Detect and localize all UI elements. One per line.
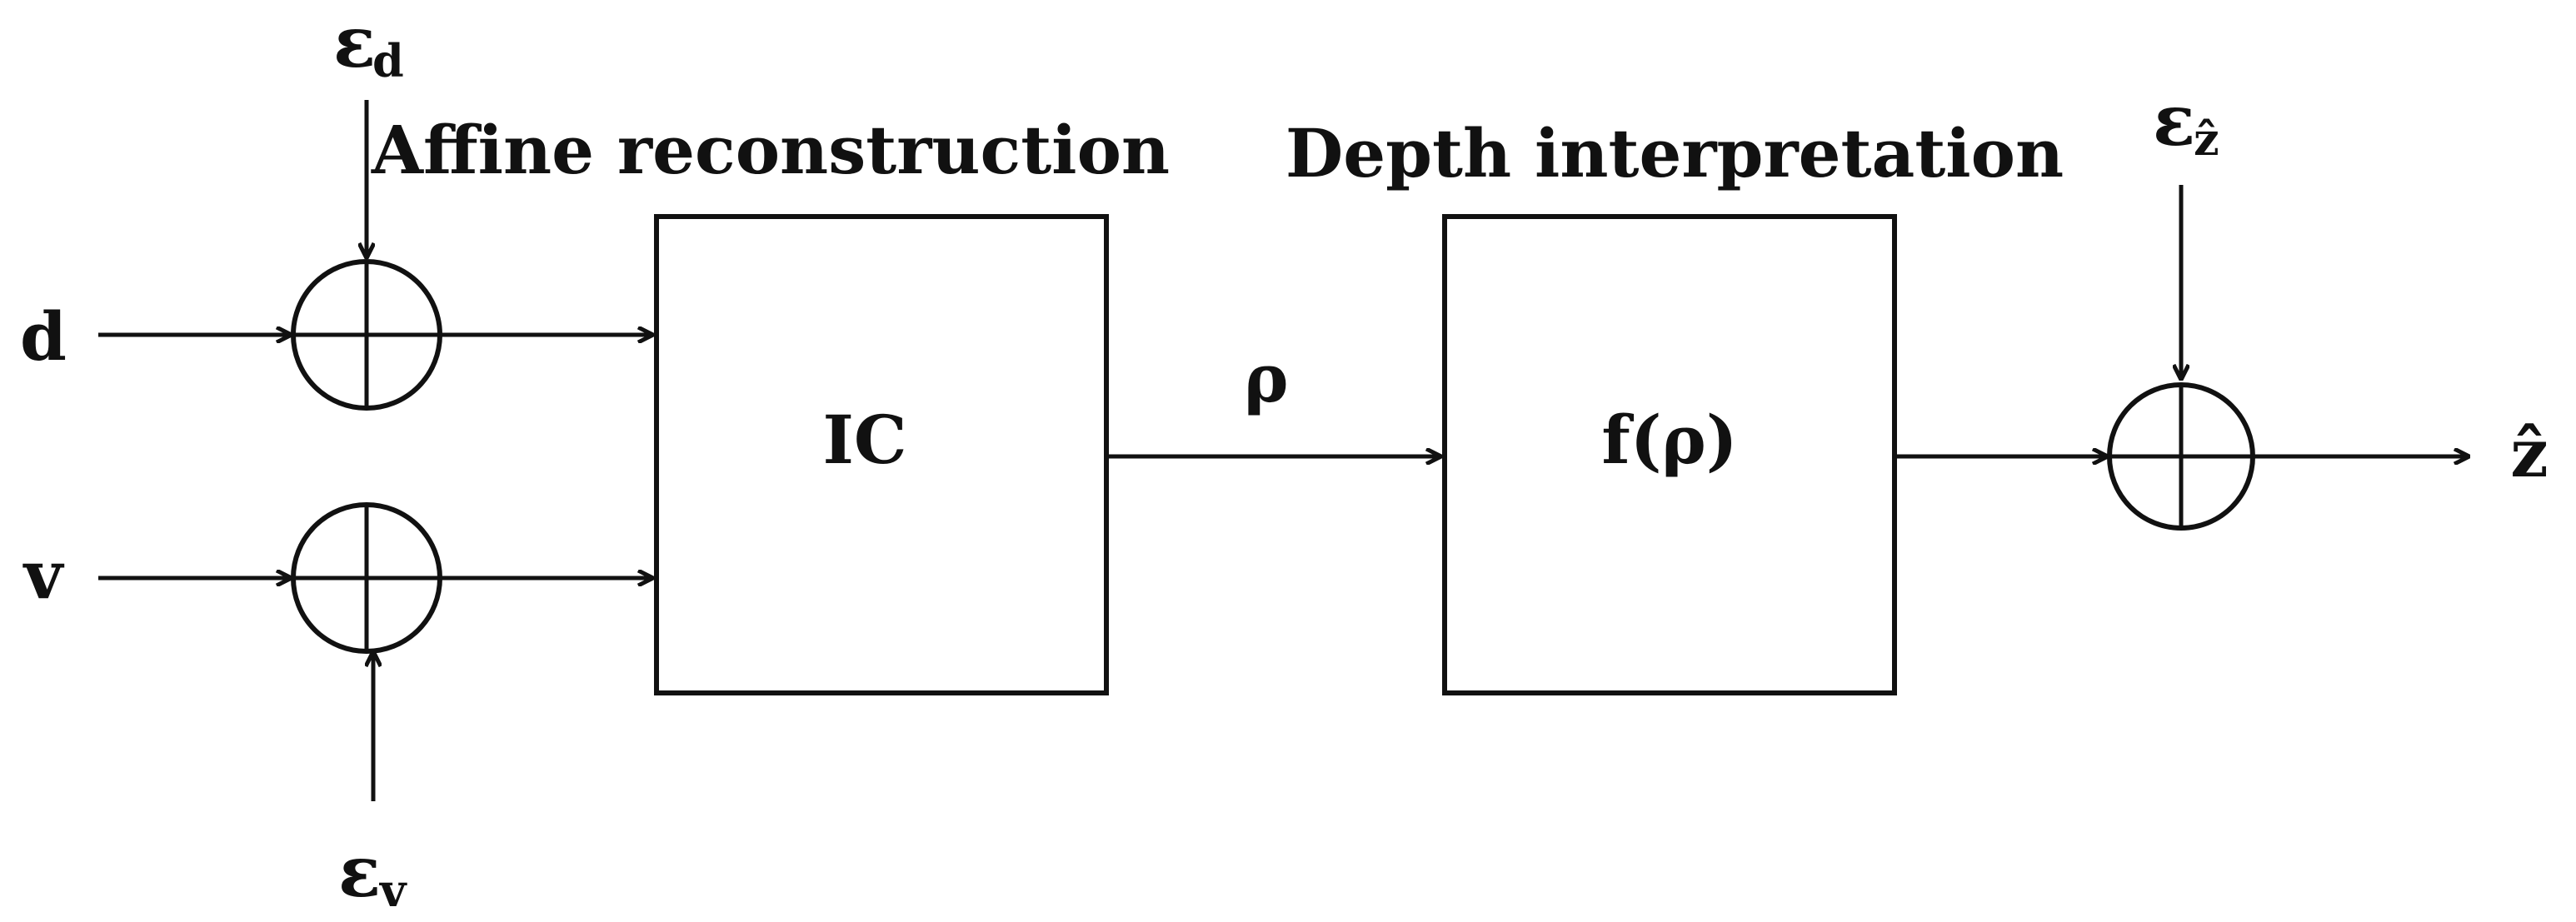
svg-text:ε: ε — [338, 830, 381, 913]
sum-junction-output — [2107, 382, 2255, 531]
sum-junction-d — [291, 259, 442, 411]
svg-text:d: d — [372, 34, 404, 87]
noise-d-label: ε d — [333, 1, 404, 87]
svg-text:v: v — [379, 864, 407, 917]
input-v-label: v — [22, 536, 65, 614]
output-zhat-label: ẑ — [2510, 414, 2548, 492]
affine-reconstruction-heading: Affine reconstruction — [371, 111, 1170, 189]
svg-text:ε: ε — [2153, 79, 2195, 162]
noise-v-label: ε v — [338, 830, 407, 917]
ic-block-label: IC — [822, 401, 906, 479]
svg-text:ẑ: ẑ — [2194, 112, 2219, 166]
noise-z-label: ε ẑ — [2153, 79, 2219, 166]
rho-label: ρ — [1244, 339, 1288, 417]
f-rho-block-label: f(ρ) — [1601, 401, 1737, 479]
depth-interpretation-heading: Depth interpretation — [1286, 114, 2064, 192]
svg-text:ε: ε — [333, 1, 376, 83]
sum-junction-v — [291, 502, 442, 654]
f-rho-block: f(ρ) — [1442, 214, 1897, 695]
ic-block: IC — [654, 214, 1109, 695]
input-d-label: d — [20, 297, 67, 376]
